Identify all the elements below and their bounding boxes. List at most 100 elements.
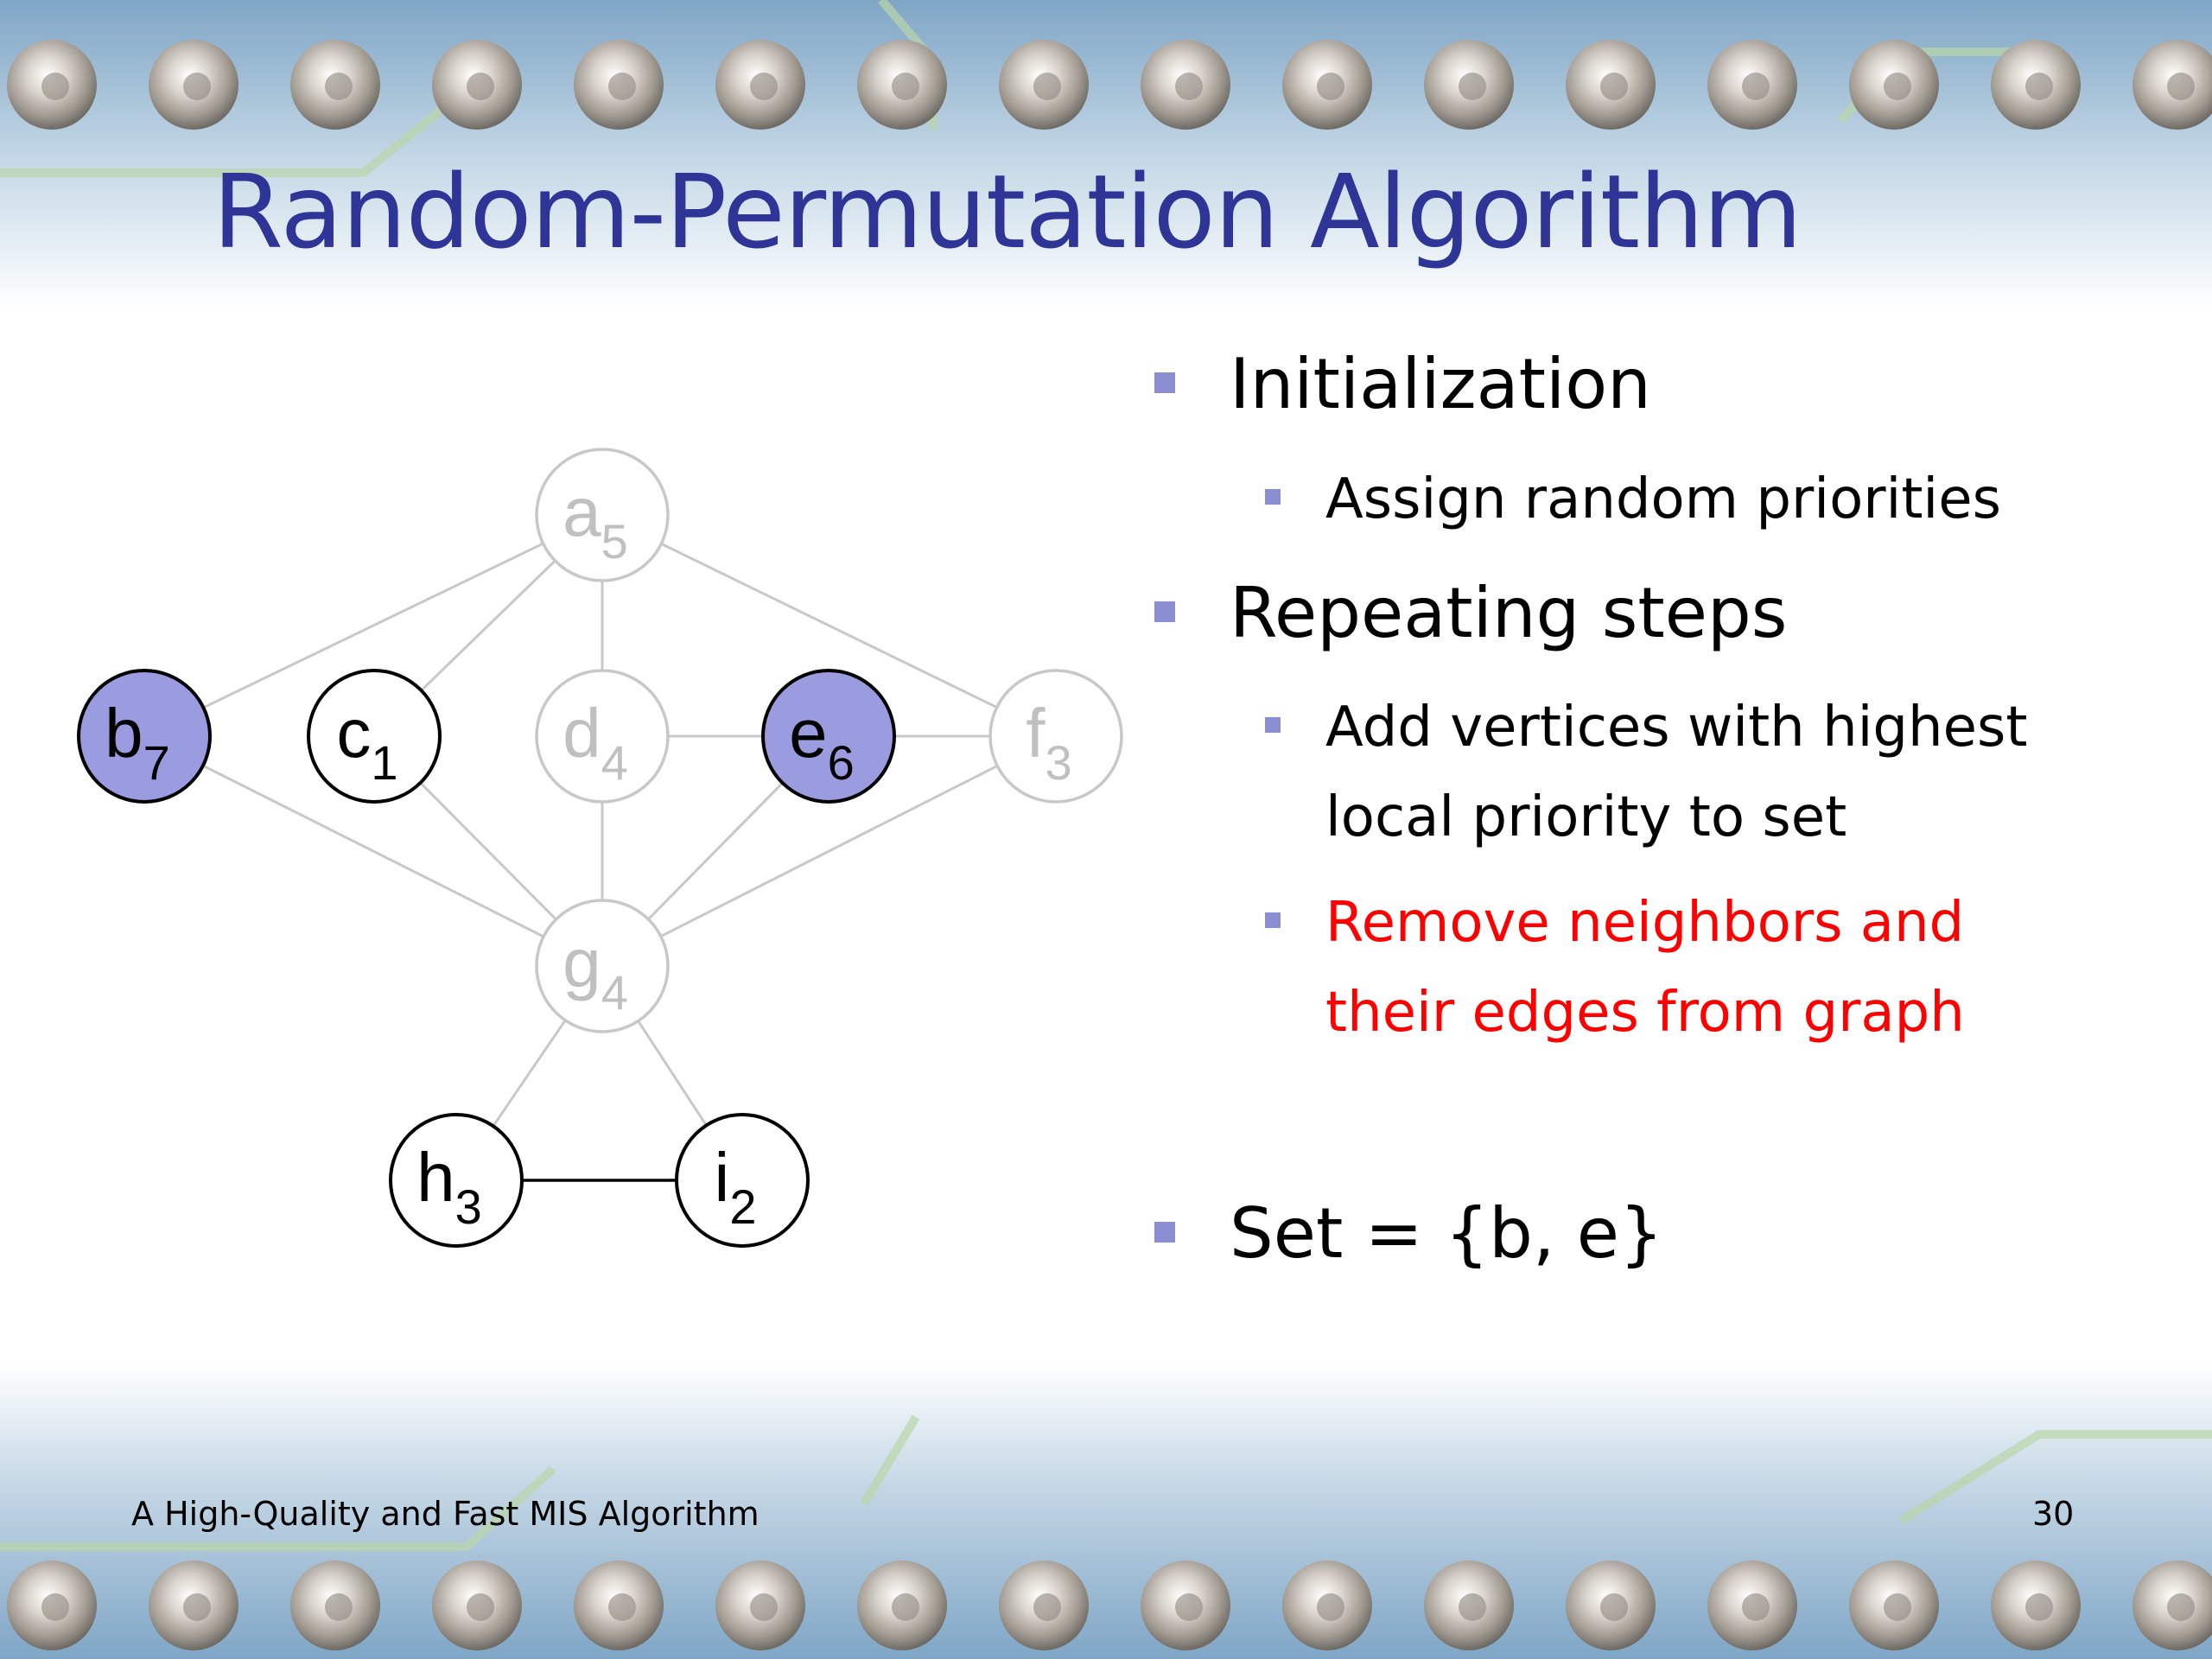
circuit-pin-hole <box>325 73 353 100</box>
vertex-circle <box>389 1113 524 1248</box>
vertex-circle <box>77 669 212 804</box>
circuit-pin-hole <box>1742 73 1770 100</box>
circuit-pin-hole <box>2025 73 2053 100</box>
vertex-priority: 6 <box>828 735 855 790</box>
vertex-priority: 7 <box>143 735 170 790</box>
vertex-label: d4 <box>563 695 628 790</box>
circuit-pin-hole <box>2167 1593 2195 1621</box>
vertex-letter: i <box>715 1139 730 1216</box>
vertex-priority: 4 <box>601 735 628 790</box>
vertex-letter: b <box>105 695 143 772</box>
vertex-priority: 1 <box>371 735 397 790</box>
bullet-set-result: Set = {b, e} <box>1154 1191 1663 1277</box>
vertex-letter: d <box>563 695 601 772</box>
bullet-repeating-steps: Repeating steps <box>1154 570 1788 657</box>
bullet-text: Initialization <box>1230 344 1651 424</box>
vertex-label: i2 <box>715 1139 757 1234</box>
vertex-circle <box>535 448 670 582</box>
edge-b-g <box>143 734 603 968</box>
circuit-pin-hole <box>750 1593 778 1621</box>
vertex-g: g4 <box>535 899 670 1033</box>
vertex-letter: g <box>563 925 601 1001</box>
circuit-pin-hole <box>608 1593 636 1621</box>
circuit-pin-hole <box>1175 73 1203 100</box>
circuit-pin-hole <box>2025 1593 2053 1621</box>
circuit-pin-hole <box>1175 1593 1203 1621</box>
vertex-circle <box>761 669 896 804</box>
vertex-e: e6 <box>761 669 896 804</box>
vertex-priority: 5 <box>601 514 628 569</box>
bullet-assign-priorities: Assign random priorities <box>1265 454 2001 544</box>
bullet-marker <box>1265 717 1281 733</box>
vertex-f: f3 <box>988 669 1123 804</box>
circuit-pin-hole <box>892 1593 919 1621</box>
circuit-pin-hole <box>183 1593 211 1621</box>
vertex-circle <box>307 669 442 804</box>
circuit-pin-hole <box>1600 1593 1628 1621</box>
vertex-letter: h <box>416 1139 455 1216</box>
vertex-c: c1 <box>307 669 442 804</box>
circuit-pin-hole <box>1884 1593 1911 1621</box>
vertex-letter: e <box>789 695 828 772</box>
bullet-add-vertices: Add vertices with highest local priority… <box>1265 683 2028 862</box>
edge-a-b <box>143 513 603 738</box>
bullet-marker <box>1265 489 1281 505</box>
circuit-pin-hole <box>1317 1593 1344 1621</box>
edge-f-g <box>601 734 1057 968</box>
vertex-priority: 2 <box>729 1179 756 1234</box>
vertex-label: h3 <box>416 1139 482 1234</box>
circuit-pin-hole <box>1884 73 1911 100</box>
circuit-pin-hole <box>325 1593 353 1621</box>
vertex-b: b7 <box>77 669 212 804</box>
vertex-label: f3 <box>1026 695 1071 790</box>
bullet-initialization: Initialization <box>1154 341 1651 428</box>
edge-a-f <box>601 513 1057 738</box>
vertex-i: i2 <box>675 1113 810 1248</box>
vertex-label: e6 <box>789 695 855 790</box>
vertex-letter: a <box>563 474 601 550</box>
bullet-text-line-2: local priority to set <box>1325 785 1847 849</box>
vertex-h: h3 <box>389 1113 524 1248</box>
vertex-priority: 3 <box>1046 735 1072 790</box>
circuit-pin-hole <box>1317 73 1344 100</box>
circuit-pin-hole <box>1033 73 1061 100</box>
vertex-d: d4 <box>535 669 670 804</box>
vertex-circle <box>535 669 670 804</box>
vertex-label: g4 <box>563 925 628 1020</box>
slide-title: Random-Permutation Algorithm <box>213 152 1802 271</box>
circuit-pin-hole <box>1459 73 1486 100</box>
circuit-pin-hole <box>1459 1593 1486 1621</box>
circuit-pin-hole <box>1033 1593 1061 1621</box>
bullet-text-line-1: Add vertices with highest <box>1325 696 2028 760</box>
bullet-text-line-1: Remove neighbors and <box>1325 891 1965 955</box>
vertex-a: a5 <box>535 448 670 582</box>
circuit-pin-hole <box>1742 1593 1770 1621</box>
circuit-pin-hole <box>467 73 494 100</box>
circuit-pin-hole <box>2167 73 2195 100</box>
circuit-pin-hole <box>183 73 211 100</box>
vertex-label: c1 <box>336 695 397 790</box>
circuit-pin-hole <box>750 73 778 100</box>
vertex-priority: 3 <box>455 1179 482 1234</box>
bullet-text: Repeating steps <box>1230 573 1788 653</box>
bullet-marker <box>1154 372 1175 393</box>
circuit-pin-hole <box>892 73 919 100</box>
vertex-circle <box>988 669 1123 804</box>
bullet-marker <box>1154 601 1175 622</box>
bullet-text-line-2: their edges from graph <box>1325 981 1965 1045</box>
vertex-circle <box>535 899 670 1033</box>
bullet-text: Assign random priorities <box>1325 467 2001 531</box>
bullet-remove-neighbors: Remove neighbors and their edges from gr… <box>1265 878 1965 1058</box>
circuit-pin-hole <box>467 1593 494 1621</box>
vertex-label: b7 <box>105 695 170 790</box>
page-number: 30 <box>2032 1495 2075 1533</box>
bullet-marker <box>1265 912 1281 928</box>
bullet-text: Set = {b, e} <box>1230 1193 1663 1274</box>
vertex-letter: c <box>336 695 371 772</box>
circuit-pin-hole <box>41 1593 69 1621</box>
bullet-marker <box>1154 1222 1175 1243</box>
